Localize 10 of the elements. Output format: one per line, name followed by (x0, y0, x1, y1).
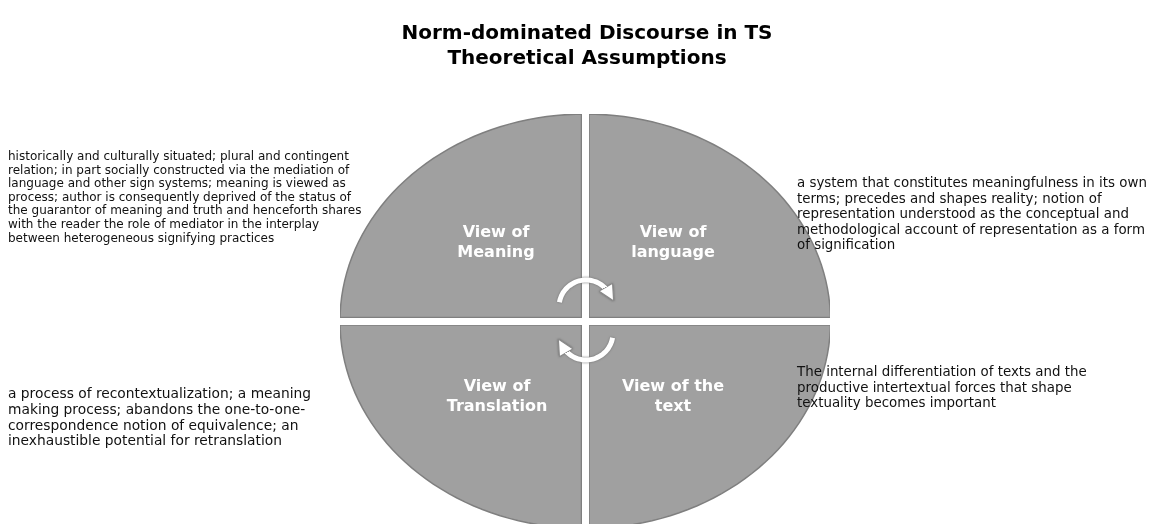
description-text: The internal differentiation of texts and the productive intertextual forces that shape textuality becomes important (797, 364, 1088, 411)
segment-label: View of Translation (445, 376, 549, 416)
diagram-title: Norm-dominated Discourse in TS Theoretical Assumptions (400, 20, 774, 70)
description-text: a process of recontextualization; a meaning making process; abandons the one-to-one-correspondence notion of equivalence; an inexhaustible potential for retranslation (8, 386, 313, 450)
description-text: historically and culturally situated; plural and contingent relation; in part socially constructed via the mediation of language and other sign systems; meaning is viewed as process; author is consequently deprived of the status of the guarantor of meaning and truth and henceforth shares with the reader the role of mediator in the interplay between heterogeneous signifying practices (8, 150, 363, 246)
segment-label: View of Meaning (456, 222, 536, 262)
description-text: a system that constitutes meaningfulness in its own terms; precedes and shapes reality; notion of representation understood as the conceptual and methodological account of representation as a form of signification (797, 175, 1148, 253)
segment-label: View of language (630, 222, 716, 262)
segment-label: View of the text (620, 376, 726, 416)
cycle-arrow (557, 277, 615, 303)
